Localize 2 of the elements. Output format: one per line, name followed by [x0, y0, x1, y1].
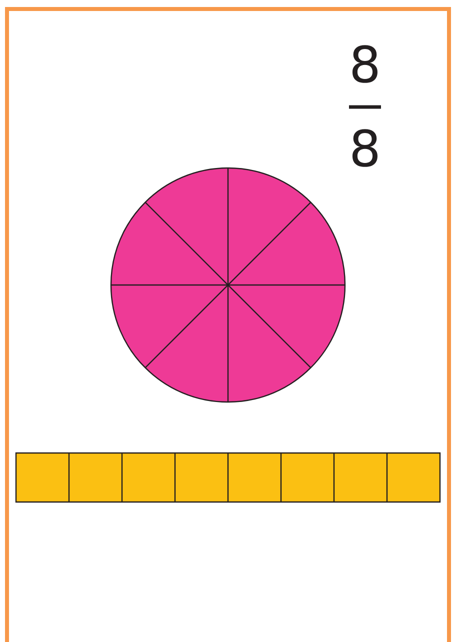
fraction-number: 8 [352, 129, 378, 167]
fraction-number: 8 [352, 45, 378, 83]
